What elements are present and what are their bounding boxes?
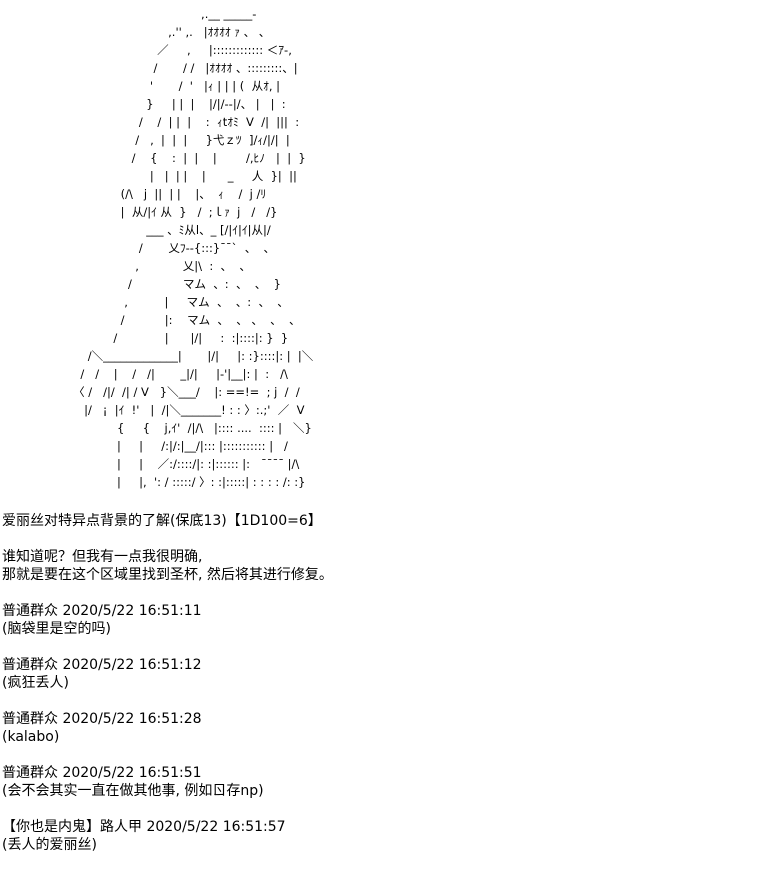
post-author: 普通群众 — [2, 765, 58, 781]
post-author: 普通群众 — [2, 603, 58, 619]
ascii-art-line: ___ 、ﾐ从l、_ [/|ｲ|ｲ|从|/ — [0, 223, 271, 237]
ascii-art-line: / { : | | | /,ﾋﾉ | | } — [0, 151, 306, 165]
ascii-art-line: / / / |ｵｵｵｵ 、:::::::::、| — [0, 61, 298, 75]
ascii-art-line: , | マム 、 、: 、 、 — [0, 295, 289, 309]
post-content: (会不会其实一直在做其他事, 例如ㄖ存np) — [2, 783, 264, 799]
post-timestamp: 2020/5/22 16:51:12 — [62, 657, 202, 673]
post-header: 【你也是内鬼】路人甲 2020/5/22 16:51:57 — [2, 818, 772, 836]
ascii-art-line: / , | | | }弋ｚﾂ ]/ｨ/|/| | — [0, 133, 290, 147]
post-timestamp: 2020/5/22 16:51:11 — [62, 603, 202, 619]
ascii-art-figure: ,.__ _____- ,.'' ,. |ｵｵｵｵ ｧ 、 、 ／ , |:::… — [0, 5, 784, 500]
ascii-art-line: / マム 、: 、 、 } — [0, 277, 281, 291]
intro-line-2: 那就是要在这个区域里找到圣杯, 然后将其进行修复。 — [2, 567, 333, 583]
post-item: 普通群众 2020/5/22 16:51:11 (脑袋里是空的吗) — [2, 602, 772, 638]
text-content: 爱丽丝对特异点背景的了解(保底13)【1D100=6】 谁知道呢？但我有一点我很… — [2, 512, 772, 854]
ascii-art-line: / |: マム 、 、 、 、 、 — [0, 313, 301, 327]
post-content: (kalabo) — [2, 729, 60, 745]
ascii-art-line: ,.'' ,. |ｵｵｵｵ ｧ 、 、 — [0, 25, 271, 39]
post-item: 普通群众 2020/5/22 16:51:12 (疯狂丢人) — [2, 656, 772, 692]
ascii-art-line: / / | | | : ｨtｵﾐ V /| ||| : — [0, 115, 300, 129]
post-header: 普通群众 2020/5/22 16:51:28 — [2, 710, 772, 728]
ascii-art-line: 〈 / /|/ /| / V }＼___/ |: ==!= ; j / / — [0, 385, 300, 399]
intro-line-1: 谁知道呢？但我有一点我很明确, — [2, 549, 203, 565]
ascii-art-line: / | |/| : :|::::|: } } — [0, 331, 289, 345]
ascii-art-line: |/ ¡ |ｲ !' | /|＼_______! : : 〉:.;' ／ V — [0, 403, 305, 417]
post-header: 普通群众 2020/5/22 16:51:11 — [2, 602, 772, 620]
post-author: 【你也是内鬼】路人甲 — [2, 819, 142, 835]
ascii-art-line: } | | | |/|/--|/、 | | : — [0, 97, 286, 111]
spacer — [2, 800, 772, 818]
ascii-art-line: ,.__ _____- — [0, 7, 257, 21]
ascii-art-line: | | | | | _ 人 }| || — [0, 169, 297, 183]
post-content: (脑袋里是空的吗) — [2, 621, 111, 637]
spacer — [2, 530, 772, 548]
post-content: (丢人的爱丽丝) — [2, 837, 97, 853]
spacer — [2, 584, 772, 602]
post-item: 普通群众 2020/5/22 16:51:28 (kalabo) — [2, 710, 772, 746]
post-header: 普通群众 2020/5/22 16:51:12 — [2, 656, 772, 674]
spacer — [2, 692, 772, 710]
ascii-art-line: /＼_____________| |/| |: :}::::|: | |＼ — [0, 349, 314, 363]
post-timestamp: 2020/5/22 16:51:57 — [146, 819, 286, 835]
post-timestamp: 2020/5/22 16:51:51 — [62, 765, 202, 781]
ascii-art-line: ／ , |::::::::::::: ＜ｱ-, — [0, 43, 292, 57]
ascii-art-line: , 乂|\ : 、 、 — [0, 259, 251, 273]
ascii-art-line: | | ／:/::::/|: :|:::::: |: ¯¯¯¯ |/\ — [0, 457, 300, 471]
ascii-art-line: | | /:|/:|__/|::: |::::::::::: | / — [0, 439, 288, 453]
ascii-art-line: / 乂ﾌ--{:::}¯¯` 、 、 — [0, 241, 276, 255]
post-content: (疯狂丢人) — [2, 675, 69, 691]
ascii-art-line: | 从/|ｲ 从 } / ;ｌｧ j / /} — [0, 205, 278, 219]
ascii-art-line: | |, ': / :::::/ 〉: :|:::::| : : : : /: … — [0, 475, 306, 489]
post-author: 普通群众 — [2, 657, 58, 673]
ascii-art-line: { { j,ｲ' /|/\ |:::: .... :::: | ＼} — [0, 421, 312, 435]
ascii-art-line: (/\ j || | | |、 ｨ / j /ﾘ — [0, 187, 267, 201]
ascii-art-line: ' / ' |ｨ | | | ( 从ｵ, | — [0, 79, 281, 93]
spacer — [2, 638, 772, 656]
post-author: 普通群众 — [2, 711, 58, 727]
post-timestamp: 2020/5/22 16:51:28 — [62, 711, 202, 727]
ascii-art-line: / / | / /| _|/| |-'|__|: | : /\ — [0, 367, 288, 381]
post-item: 普通群众 2020/5/22 16:51:51 (会不会其实一直在做其他事, 例… — [2, 764, 772, 800]
post-header: 普通群众 2020/5/22 16:51:51 — [2, 764, 772, 782]
title-line: 爱丽丝对特异点背景的了解(保底13)【1D100=6】 — [2, 513, 322, 529]
post-item: 【你也是内鬼】路人甲 2020/5/22 16:51:57 (丢人的爱丽丝) — [2, 818, 772, 854]
spacer — [2, 746, 772, 764]
